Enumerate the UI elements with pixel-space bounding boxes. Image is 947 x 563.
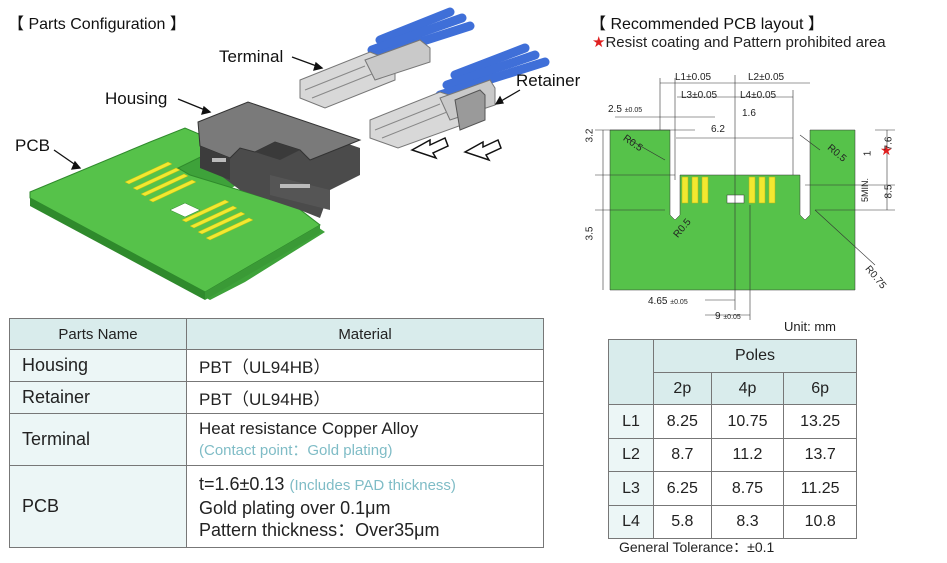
pcb-board-layout [609,129,856,291]
pcb-board [29,127,325,300]
row-sub-note: (Contact point：Gold plating) [199,442,393,459]
cell: 8.75 [710,471,785,506]
parts-name-header: Parts Name [9,318,187,350]
row-value: PBT（UL94HB） [186,349,544,382]
row-value: Heat resistance Copper Alloy [199,419,419,438]
table-row: Retainer PBT（UL94HB） [9,381,544,414]
housing-label: Housing [105,89,168,108]
row-value-2: Gold plating over 0.1μm [199,497,391,518]
dimension-lines [595,75,895,320]
col-header: 4p [710,372,785,405]
table-row: L4 5.8 8.3 10.8 [608,505,857,539]
row-name: Retainer [9,381,187,414]
material-header: Material [186,318,544,350]
terminal-label: Terminal [219,47,284,66]
cell: 6.25 [653,471,712,506]
table-row: PCB t=1.6±0.13 (Includes PAD thickness) … [9,465,544,548]
table-header-row: Parts Name Material [9,318,544,350]
row-label: L3 [608,471,654,506]
pcb-label: PCB [15,136,50,155]
cell: 13.25 [783,404,857,439]
cell: 10.8 [783,505,857,539]
cell: 13.7 [783,438,857,472]
unit-label: Unit: mm [784,319,836,334]
table-row: Terminal Heat resistance Copper Alloy (C… [9,413,544,466]
row-name: Terminal [9,413,187,466]
table-row: L1 8.25 10.75 13.25 [608,404,857,439]
star-icon: ★ [592,34,606,51]
row-value: t=1.6±0.13 [199,473,285,494]
col-header: 6p [783,372,857,405]
cell: 8.25 [653,404,712,439]
row-value-3: Pattern thickness：Over35μm [199,519,440,540]
row-sub-note: (Includes PAD thickness) [289,476,456,494]
terminal-wires-upper [299,7,475,109]
row-label: L4 [608,505,654,539]
poles-corner-cell [608,339,654,405]
poles-header: Poles [653,339,857,373]
table-row: L2 8.7 11.2 13.7 [608,438,857,472]
row-name: PCB [9,465,187,548]
cell: 8.3 [710,505,785,539]
table-row: L3 6.25 8.75 11.25 [608,471,857,506]
insert-arrows [410,136,502,162]
retainer-label: Retainer [516,71,581,90]
row-label: L2 [608,438,654,472]
cell: 5.8 [653,505,712,539]
table-row: Housing PBT（UL94HB） [9,349,544,382]
materials-table: Parts Name Material Housing PBT（UL94HB） … [9,318,544,548]
cell: 10.75 [710,404,785,439]
row-value: PBT（UL94HB） [186,381,544,414]
col-header: 2p [653,372,712,405]
row-name: Housing [9,349,187,382]
center-hole [726,194,745,204]
cell: 11.25 [783,471,857,506]
prohibited-note: Resist coating and Pattern prohibited ar… [605,34,886,51]
pcb-layout-drawing [595,75,895,320]
cell: 11.2 [710,438,785,472]
parts-illustration [29,7,550,300]
poles-table: Poles 2p 4p 6p L1 8.25 10.75 13.25 L2 8.… [608,339,857,539]
parts-config-title: 【 Parts Configuration 】 [8,16,186,33]
housing-part [197,101,362,218]
retainer-part [454,89,486,131]
row-label: L1 [608,404,654,439]
pcb-pads [124,161,254,241]
pcb-layout-title: 【 Recommended PCB layout 】 [590,16,824,33]
general-tolerance: General Tolerance：±0.1 [619,539,775,555]
cell: 8.7 [653,438,712,472]
pad-array [681,176,776,204]
